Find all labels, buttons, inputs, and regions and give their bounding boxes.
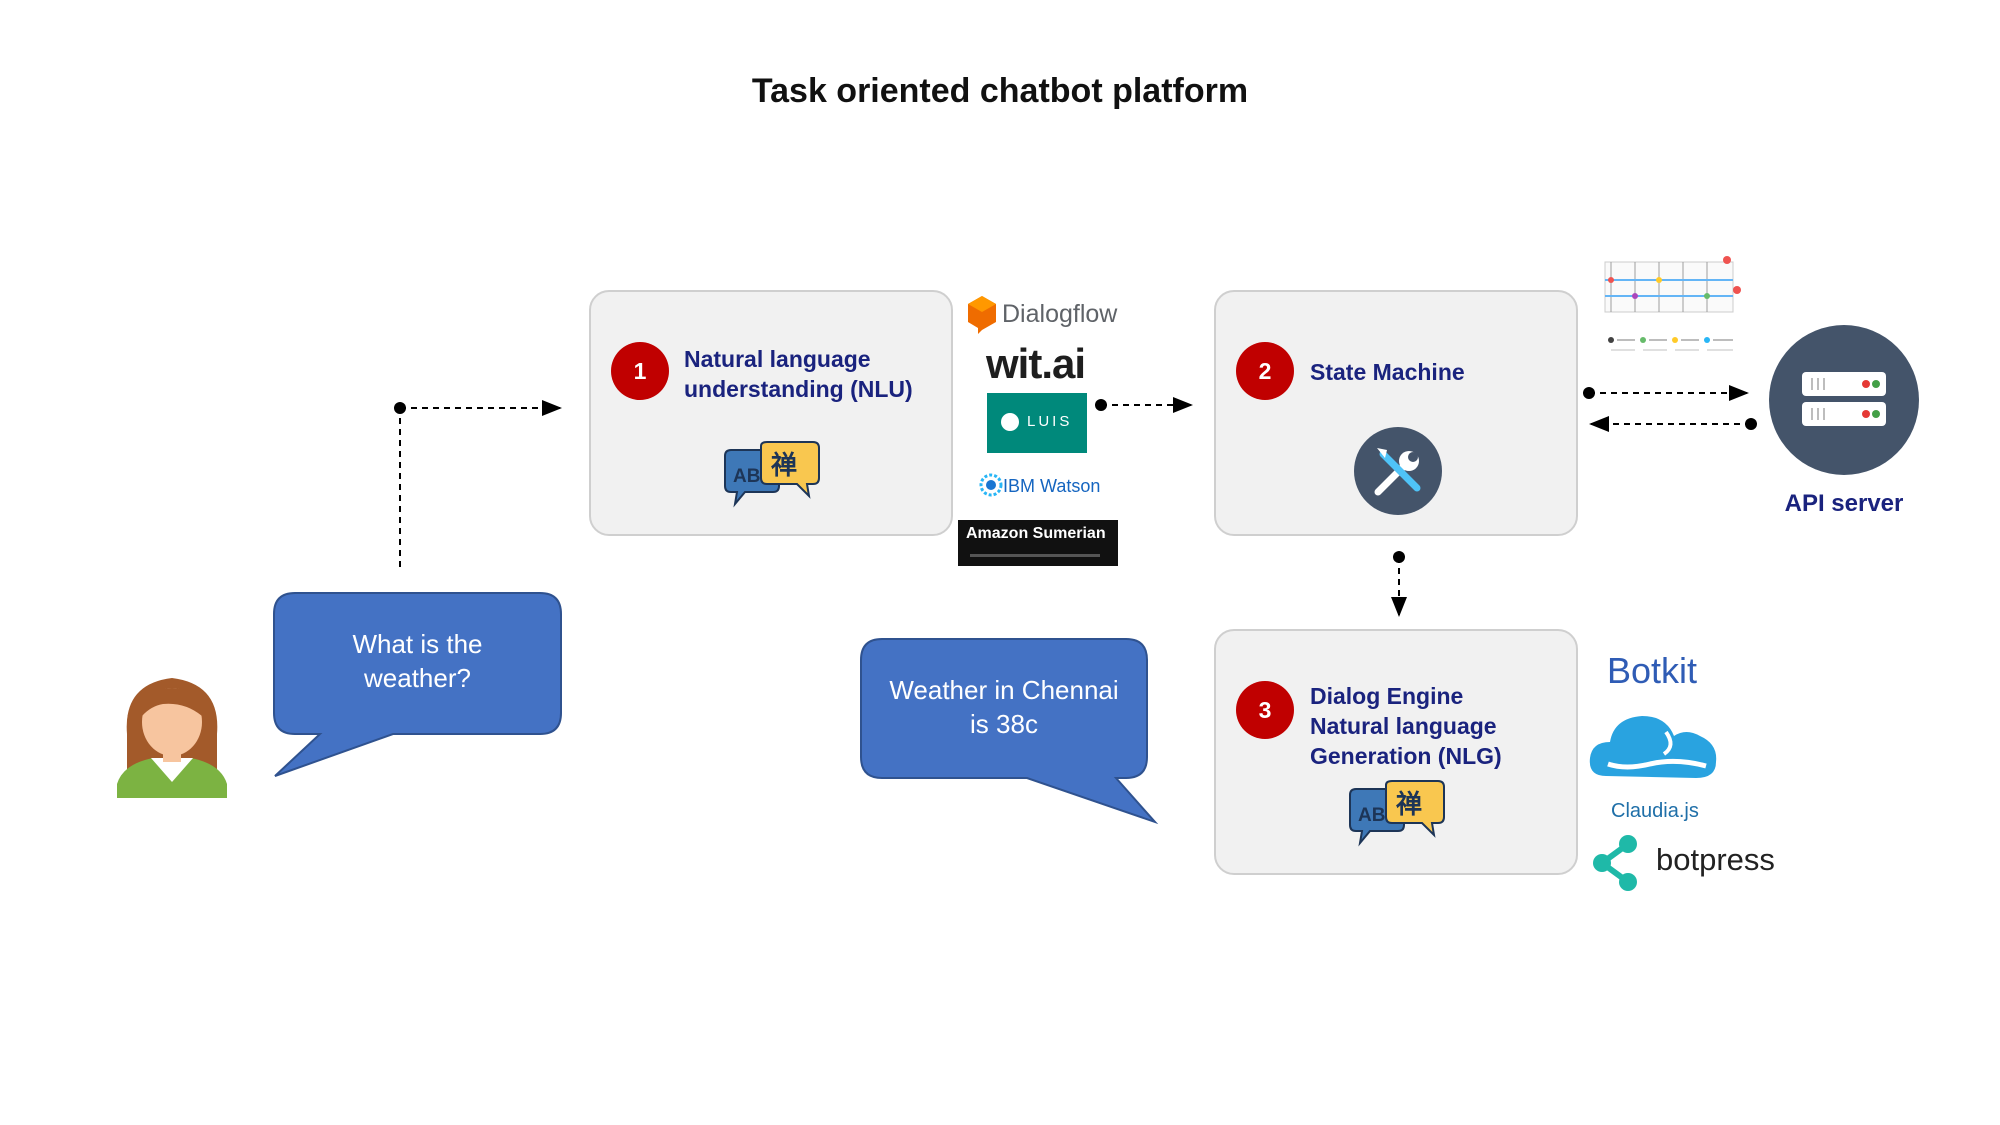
step-number-3: 3 [1236,681,1294,739]
nlu-box: 1 Natural language understanding (NLU) A… [589,290,953,536]
translate-icon: AB 禅 [724,441,820,508]
step-number-2: 2 [1236,342,1294,400]
nlg-box: 3 Dialog Engine Natural language Generat… [1214,629,1578,875]
nlu-label-line1: Natural language [684,346,871,372]
user-message: What is the weather? [274,627,561,695]
nlg-label-line2: Natural language [1310,713,1497,739]
claudia-logo: Claudia.js [1611,800,1699,822]
luis-logo: LUIS [1027,413,1073,430]
user-avatar-icon [117,678,227,798]
bot-message-line2: is 38c [970,709,1038,739]
ibm-watson-icon [979,473,1003,497]
user-message-line2: weather? [364,663,471,693]
luis-logo-block: LUIS [987,393,1087,453]
api-server-icon [1769,325,1919,475]
arrow-api-to-state-machine [1589,416,1757,432]
nlu-label: Natural language understanding (NLU) [684,344,913,404]
svg-text:AB: AB [1358,805,1385,826]
nlg-label-line1: Dialog Engine [1310,683,1464,709]
bot-message: Weather in Chennai is 38c [861,673,1147,741]
witai-logo: wit.ai [986,340,1086,387]
wrench-screwdriver-icon [1354,427,1442,515]
api-server-label: API server [1784,490,1904,517]
user-message-line1: What is the [352,629,483,659]
arrow-state-machine-to-api [1583,385,1749,401]
state-machine-label: State Machine [1310,359,1465,385]
nlg-label-line3: Generation (NLG) [1310,743,1502,769]
translate-icon: AB 禅 [1349,780,1445,847]
svg-text:禅: 禅 [770,451,797,481]
botpress-icon [1593,835,1637,891]
svg-text:AB: AB [733,466,760,487]
amazon-sumerian-logo: Amazon Sumerian [966,525,1106,542]
state-machine-box: 2 State Machine [1214,290,1578,536]
ibm-watson-logo: IBM Watson [1003,476,1101,496]
dialogflow-logo: Dialogflow [1002,300,1118,328]
dialogflow-icon [968,296,996,334]
nlu-label-line2: understanding (NLU) [684,376,913,402]
nlg-label: Dialog Engine Natural language Generatio… [1310,681,1502,771]
botpress-logo: botpress [1656,842,1775,877]
arrow-state-machine-to-nlg [1391,551,1407,617]
arrow-user-to-nlu [394,400,562,567]
diagram-title: Task oriented chatbot platform [751,72,1249,110]
step-number-1: 1 [611,342,669,400]
svg-text:禅: 禅 [1395,790,1422,820]
amazon-sumerian-block: Amazon Sumerian [958,520,1118,566]
botkit-logo: Botkit [1607,650,1698,691]
state-flow-thumbnail-icon [1604,256,1741,351]
claudia-cloud-icon [1589,716,1717,778]
bot-message-line1: Weather in Chennai [889,675,1119,705]
luis-icon [1001,413,1019,431]
arrow-nlu-to-state-machine [1095,397,1193,413]
amazon-sumerian-tagline-bar [970,554,1100,557]
